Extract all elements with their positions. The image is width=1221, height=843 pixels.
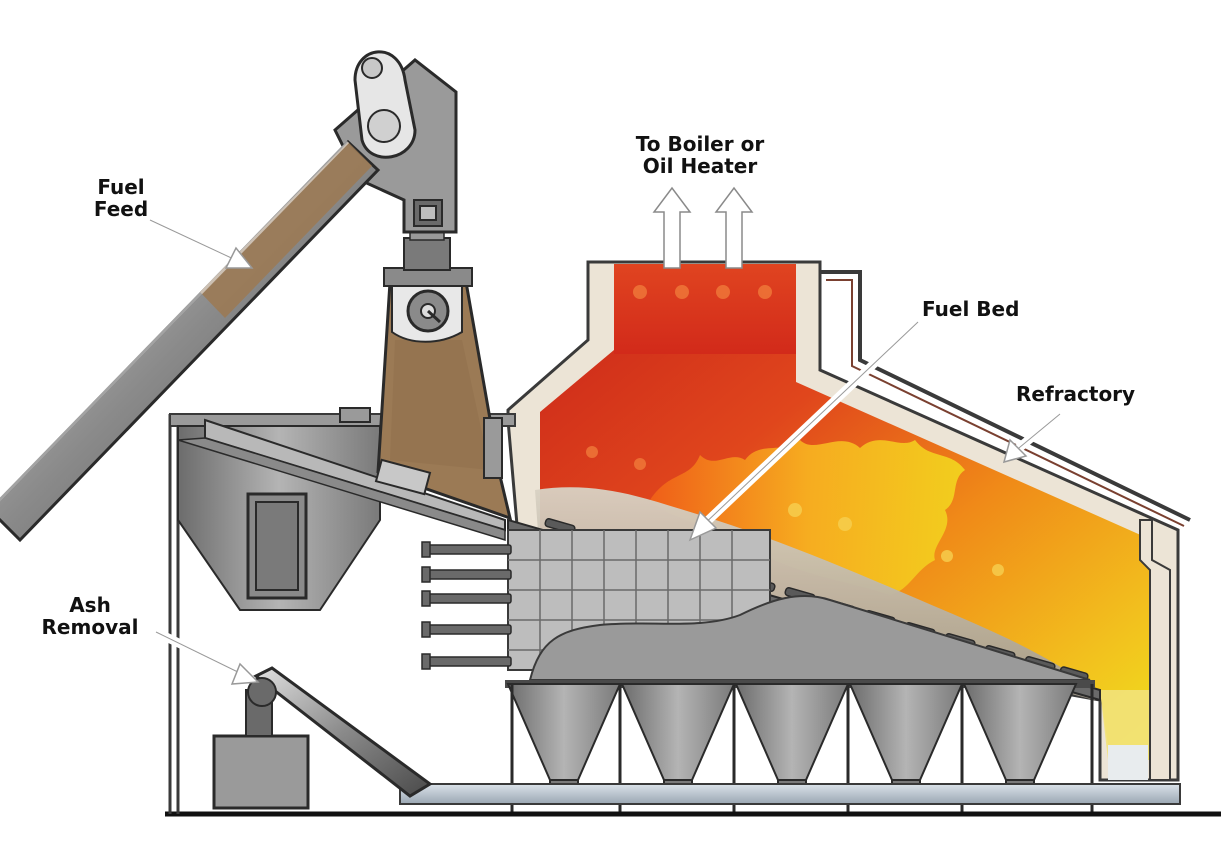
bunker-door-inner — [255, 501, 299, 591]
label-fuel-feed-line2: Feed — [93, 197, 149, 221]
actuator-rods — [421, 541, 512, 670]
ash-trough — [399, 783, 1181, 805]
label-to-boiler-line1: To Boiler or — [635, 132, 765, 156]
hopper-side-lug — [339, 407, 371, 423]
label-fuel-bed: Fuel Bed — [922, 297, 1020, 321]
flame — [650, 440, 965, 595]
hopper-outlet-block — [374, 458, 432, 496]
label-ash-removal-line1: Ash — [69, 593, 111, 617]
feed-chute-bottom — [177, 437, 506, 542]
label-ash-removal-line2: Removal — [41, 615, 139, 639]
label-fuel-feed: Fuel Feed — [86, 176, 156, 220]
label-to-boiler: To Boiler or Oil Heater — [610, 133, 790, 177]
feed-conveyor — [0, 139, 381, 543]
head-pulley-icon — [367, 109, 401, 143]
ash-hoppers — [506, 683, 1078, 781]
ash-mound — [528, 594, 1091, 681]
support-frame — [168, 414, 180, 814]
lower-chamber-glow — [1100, 690, 1150, 760]
flue-stack — [614, 264, 796, 354]
label-to-boiler-line2: Oil Heater — [642, 154, 758, 178]
exhaust-arrows — [652, 186, 754, 269]
refractory-notch — [1139, 519, 1171, 781]
ash-conveyor — [253, 666, 433, 798]
ash-conveyor-pulley — [247, 677, 277, 707]
head-pulley-top — [361, 57, 383, 79]
ash-drop — [1108, 745, 1148, 780]
callout-arrows — [148, 215, 1063, 685]
ash-container — [212, 734, 310, 810]
label-ash-removal: Ash Removal — [34, 594, 146, 638]
gearbox — [403, 237, 451, 271]
hopper-side-gate — [483, 417, 503, 479]
glowing-particles — [586, 285, 1004, 576]
fuel-hopper-speckle — [390, 340, 490, 470]
label-refractory: Refractory — [1016, 382, 1136, 406]
label-fuel-feed-line1: Fuel — [97, 175, 145, 199]
